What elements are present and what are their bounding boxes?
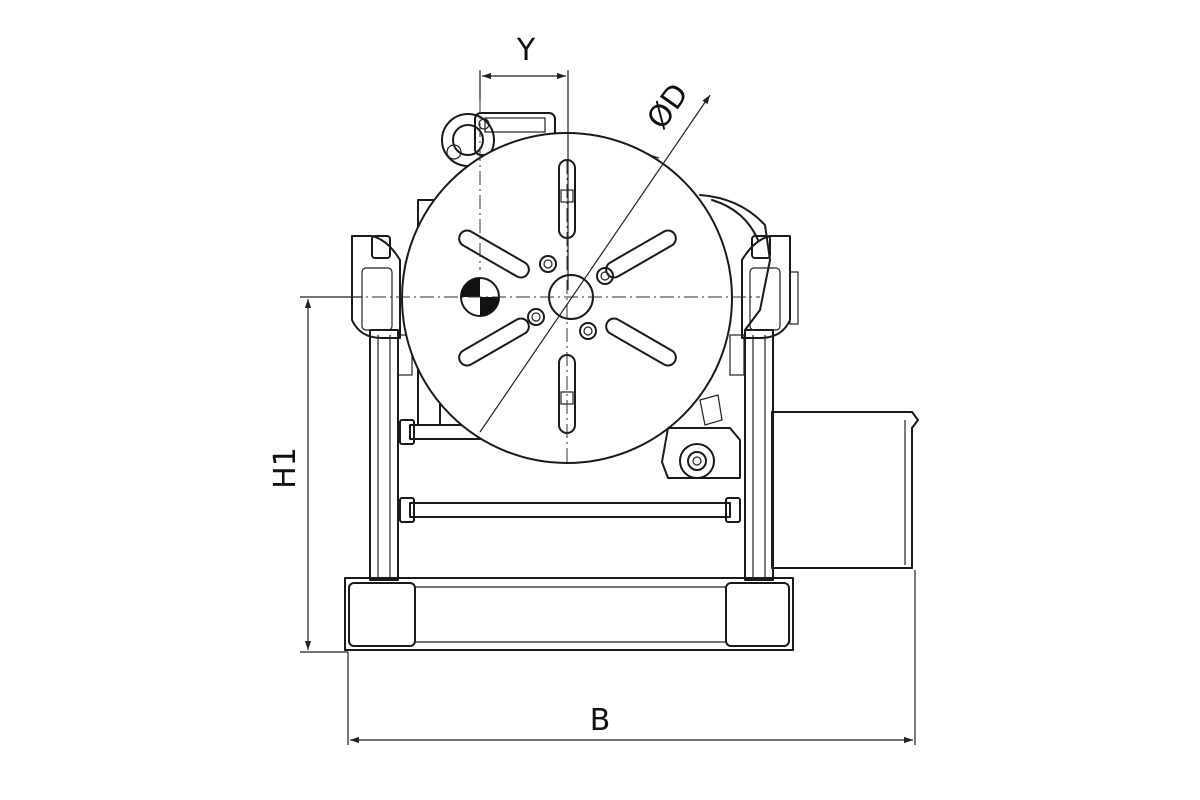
dimension-y-label: Y (516, 33, 536, 68)
dimension-b: B (347, 570, 916, 745)
base-frame (344, 577, 794, 651)
motor-housing (771, 411, 919, 569)
tie-rods (399, 419, 741, 523)
centerlines (300, 75, 760, 465)
left-upright (351, 235, 413, 581)
dimension-y: Y (479, 33, 569, 290)
dimension-h1: H1 (268, 296, 362, 653)
dimension-h1-label: H1 (268, 447, 303, 489)
dimension-b-label: B (590, 703, 611, 738)
right-upright (729, 235, 799, 581)
bearing-block (661, 394, 741, 479)
center-of-gravity-symbol (460, 277, 500, 317)
